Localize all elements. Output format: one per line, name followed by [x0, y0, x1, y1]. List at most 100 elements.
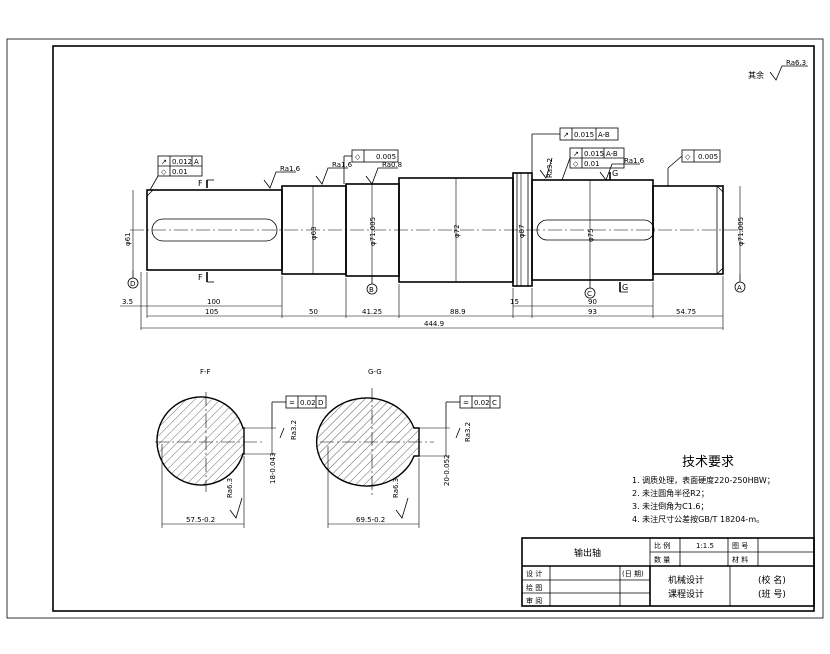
- ff-tol-sym-icon: =: [289, 399, 295, 407]
- dim-50: 50: [309, 308, 318, 316]
- tol1-sym-icon: ↗: [161, 158, 167, 166]
- section-gg-label: G-G: [368, 368, 382, 376]
- cut-f-top: [206, 179, 214, 188]
- tol-frame-3: [531, 127, 619, 173]
- tol-frame-1: [149, 155, 203, 191]
- ff-roughness-2: Ra6.3: [226, 478, 234, 498]
- tb-designer-label: 设 计: [526, 569, 542, 578]
- title-block: [521, 537, 815, 607]
- tol1-datum: A: [194, 158, 199, 166]
- dim-phi72: φ72: [453, 224, 461, 238]
- tol3-sym-icon: ↗: [563, 131, 569, 139]
- roughness-icon-2: [315, 167, 348, 185]
- tol2-value: 0.005: [376, 153, 396, 161]
- tech-item-1: 1. 调质处理，表面硬度220-250HBW；: [632, 475, 775, 485]
- roughness-icon-1: [263, 171, 296, 189]
- dim-phi75: φ75: [587, 228, 595, 242]
- tech-title: 技术要求: [682, 455, 734, 470]
- section-gg: [315, 388, 501, 528]
- roughness-5: Ra3.2: [546, 158, 554, 178]
- ff-depth: 57.5-0.2: [186, 516, 215, 524]
- gg-width: 20-0.052: [443, 455, 451, 486]
- cut-f-bottom: [206, 272, 214, 283]
- datum-b-marker: [366, 276, 378, 295]
- tol1-value-2: 0.01: [172, 168, 188, 176]
- datum-b-label: B: [369, 286, 374, 294]
- roughness-2: Ra1.6: [332, 161, 353, 169]
- tb-reviewer-label: 审 阅: [526, 596, 542, 605]
- tol-frame-5: [667, 149, 721, 186]
- tol4-value-2: 0.01: [584, 160, 600, 168]
- tol5-sym-icon: ◇: [685, 153, 691, 161]
- cut-g-bottom-label: G: [622, 283, 628, 292]
- tol3-value: 0.015: [574, 131, 594, 139]
- dim-phi71b: φ71.005: [737, 217, 745, 246]
- cut-g-top-label: G: [612, 169, 618, 178]
- section-ff-label: F-F: [200, 368, 211, 376]
- tb-class: (班 号): [758, 588, 786, 600]
- roughness-3: Ra0.8: [382, 161, 402, 169]
- tol4-datum: A-B: [606, 150, 618, 158]
- cut-f-bottom-label: F: [198, 273, 203, 282]
- corner-roughness: Ra6.3: [786, 59, 806, 67]
- dim-phi63: φ63: [310, 226, 318, 240]
- roughness-icon-5: [539, 157, 553, 179]
- dim-phi87: φ87: [518, 224, 526, 238]
- ff-width: 18-0.043: [269, 453, 277, 484]
- tech-item-3: 3. 未注倒角为C1.6；: [632, 501, 708, 511]
- dim-phi71a: φ71.005: [369, 217, 377, 246]
- roughness-4: Ra1.6: [624, 157, 645, 165]
- tb-material-label: 材 料: [732, 555, 748, 564]
- tol3-datum: A-B: [598, 131, 610, 139]
- tol4b-sym-icon: ◇: [573, 160, 579, 168]
- tb-school: (校 名): [758, 574, 786, 586]
- roughness-symbol-icon: [769, 65, 808, 81]
- shaft-outline: [146, 172, 724, 287]
- tol1b-sym-icon: ◇: [161, 168, 167, 176]
- tb-course-2: 课程设计: [668, 588, 704, 600]
- diameter-dims: [132, 173, 741, 286]
- tb-course-1: 机械设计: [668, 574, 704, 586]
- tol-frame-4: [561, 147, 625, 181]
- tb-scale-label: 比 例: [654, 541, 670, 550]
- tol2-sym-icon: ◇: [355, 153, 361, 161]
- datum-c-marker: [584, 280, 596, 299]
- datum-c-label: C: [587, 290, 592, 298]
- dim-88-9: 88.9: [450, 308, 466, 316]
- tb-part-name: 输出轴: [574, 547, 601, 559]
- roughness-icon-3: [365, 167, 398, 185]
- cut-f-top-label: F: [198, 179, 203, 188]
- extension-lines: [140, 272, 724, 330]
- gg-tol-sym-icon: =: [463, 399, 469, 407]
- ff-tol-datum: D: [318, 399, 323, 407]
- dim-41-25: 41.25: [362, 308, 382, 316]
- datum-d-label: D: [130, 280, 135, 288]
- corner-note: 其余: [748, 70, 764, 80]
- outer-border: [6, 38, 824, 619]
- gg-roughness-2: Ra6.3: [392, 478, 400, 498]
- section-ff: [155, 392, 327, 528]
- tb-drafter-label: 绘 图: [526, 583, 542, 592]
- inner-border: [52, 45, 815, 612]
- dim-54-75: 54.75: [676, 308, 696, 316]
- tech-item-2: 2. 未注圆角半径R2；: [632, 488, 709, 498]
- gg-tol-value: 0.02: [474, 399, 490, 407]
- tol-frame-2: [343, 149, 399, 184]
- tol4-sym-icon: ↗: [573, 150, 579, 158]
- tech-item-4: 4. 未注尺寸公差按GB/T 18204-m。: [632, 514, 764, 524]
- dim-105: 105: [205, 308, 218, 316]
- datum-a-label: A: [737, 284, 742, 292]
- roughness-1: Ra1.6: [280, 165, 301, 173]
- dim-93: 93: [588, 308, 597, 316]
- ff-tol-value: 0.02: [300, 399, 316, 407]
- ff-roughness-1: Ra3.2: [290, 420, 298, 440]
- roughness-icon-4: [599, 163, 640, 181]
- tb-scale-value: 1:1.5: [696, 542, 714, 550]
- datum-a-marker: [734, 274, 746, 293]
- dim-total: 444.9: [424, 320, 444, 328]
- tb-date-label: (日 期): [622, 570, 644, 578]
- gg-tol-datum: C: [492, 399, 497, 407]
- gg-depth: 69.5-0.2: [356, 516, 385, 524]
- tb-drawing-no-label: 图 号: [732, 542, 748, 550]
